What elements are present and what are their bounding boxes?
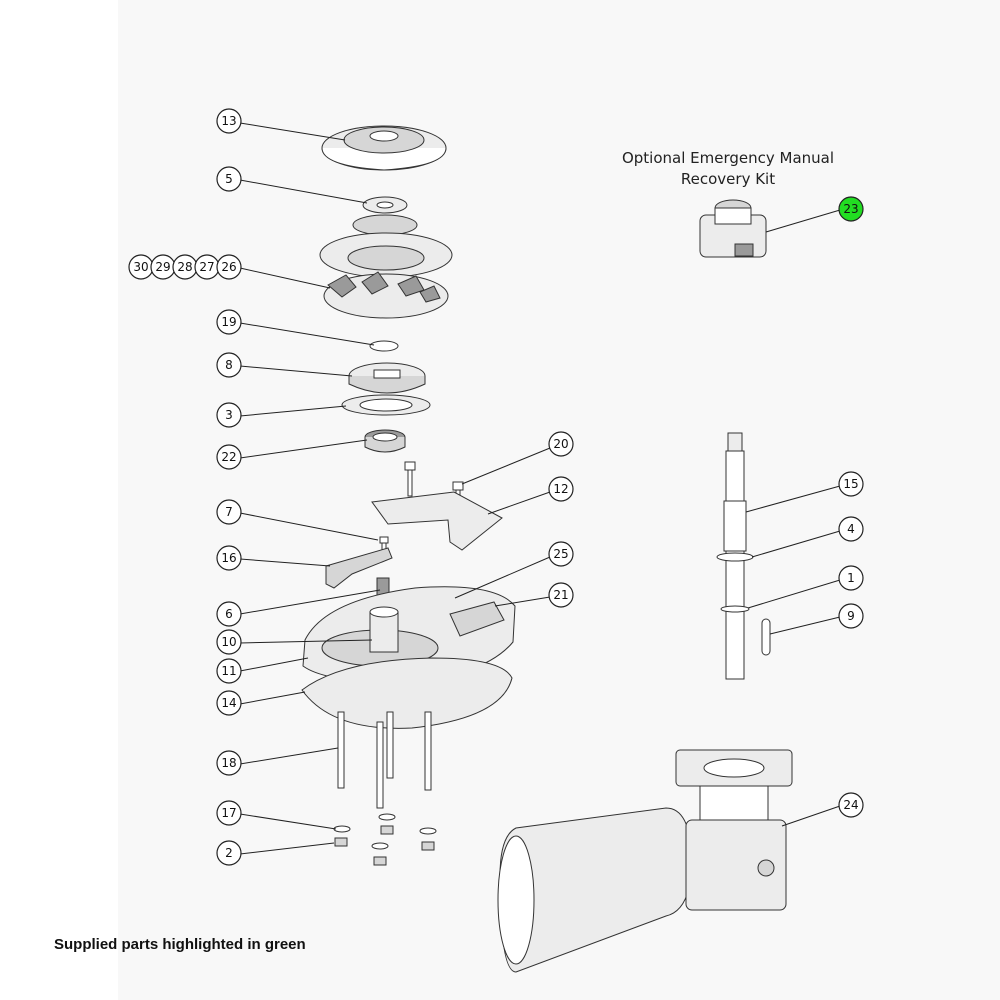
callout-16: 16 (216, 545, 242, 571)
callout-2: 2 (216, 840, 242, 866)
callout-10: 10 (216, 629, 242, 655)
svg-text:5: 5 (225, 172, 233, 186)
callout-13: 13 (216, 108, 242, 134)
svg-text:1: 1 (847, 571, 855, 585)
part-4-ring (716, 552, 754, 562)
callout-8: 8 (216, 352, 242, 378)
callout-28: 28 (172, 254, 198, 280)
callout-20: 20 (548, 431, 574, 457)
callout-23-supplied: 23 (838, 196, 864, 222)
part-26-gypsy-assembly (319, 214, 453, 319)
callout-14: 14 (216, 690, 242, 716)
callout-12: 12 (548, 476, 574, 502)
callout-7: 7 (216, 499, 242, 525)
part-11-base (302, 586, 516, 683)
callout-25: 25 (548, 541, 574, 567)
part-5-washer (362, 196, 408, 214)
svg-text:24: 24 (843, 798, 858, 812)
svg-text:16: 16 (221, 551, 236, 565)
svg-text:4: 4 (847, 522, 855, 536)
callout-1: 1 (838, 565, 864, 591)
callout-30: 30 (128, 254, 154, 280)
svg-text:23: 23 (843, 202, 858, 216)
part-17-washers (333, 813, 437, 850)
part-18-studs (337, 711, 432, 809)
callout-9: 9 (838, 603, 864, 629)
part-2-nuts (334, 825, 435, 866)
callout-3: 3 (216, 402, 242, 428)
svg-text:18: 18 (221, 756, 236, 770)
callout-15: 15 (838, 471, 864, 497)
callout-11: 11 (216, 658, 242, 684)
callout-21: 21 (548, 582, 574, 608)
part-9-key (761, 618, 771, 656)
leader-lines (239, 122, 841, 855)
callout-24: 24 (838, 792, 864, 818)
callout-19: 19 (216, 309, 242, 335)
svg-text:30: 30 (133, 260, 148, 274)
svg-text:15: 15 (843, 477, 858, 491)
svg-text:2: 2 (225, 846, 233, 860)
svg-text:12: 12 (553, 482, 568, 496)
svg-text:27: 27 (199, 260, 214, 274)
svg-text:9: 9 (847, 609, 855, 623)
supplied-parts-note: Supplied parts highlighted in green (54, 936, 306, 953)
svg-text:8: 8 (225, 358, 233, 372)
svg-text:6: 6 (225, 607, 233, 621)
svg-text:25: 25 (553, 547, 568, 561)
part-22-seal (364, 429, 406, 453)
part-1-ring (720, 605, 750, 613)
callout-6: 6 (216, 601, 242, 627)
part-13-cap (321, 125, 447, 171)
kit-title-line-1: Optional Emergency Manual (622, 149, 834, 167)
svg-text:26: 26 (221, 260, 236, 274)
part-8-bush (348, 362, 426, 394)
part-14-gasket (301, 657, 513, 729)
part-19-ring (369, 340, 399, 352)
part-12-cover (371, 491, 503, 551)
svg-text:28: 28 (177, 260, 192, 274)
svg-text:14: 14 (221, 696, 236, 710)
svg-text:20: 20 (553, 437, 568, 451)
part-16-lever (325, 547, 393, 589)
callout-26: 26 (216, 254, 242, 280)
part-15-shaft (723, 432, 747, 680)
svg-text:11: 11 (221, 664, 236, 678)
svg-text:13: 13 (221, 114, 236, 128)
svg-text:29: 29 (155, 260, 170, 274)
svg-text:7: 7 (225, 505, 233, 519)
callout-4: 4 (838, 516, 864, 542)
callout-22: 22 (216, 444, 242, 470)
svg-text:19: 19 (221, 315, 236, 329)
svg-text:21: 21 (553, 588, 568, 602)
kit-title-line-2: Recovery Kit (681, 170, 775, 188)
part-3-shim (341, 394, 431, 416)
part-23-recovery-kit (699, 199, 767, 258)
callout-29: 29 (150, 254, 176, 280)
part-24-motor-gearbox (497, 749, 793, 973)
callout-27: 27 (194, 254, 220, 280)
svg-text:3: 3 (225, 408, 233, 422)
callout-5: 5 (216, 166, 242, 192)
svg-text:17: 17 (221, 806, 236, 820)
callout-18: 18 (216, 750, 242, 776)
callout-17: 17 (216, 800, 242, 826)
svg-text:10: 10 (221, 635, 236, 649)
svg-text:22: 22 (221, 450, 236, 464)
